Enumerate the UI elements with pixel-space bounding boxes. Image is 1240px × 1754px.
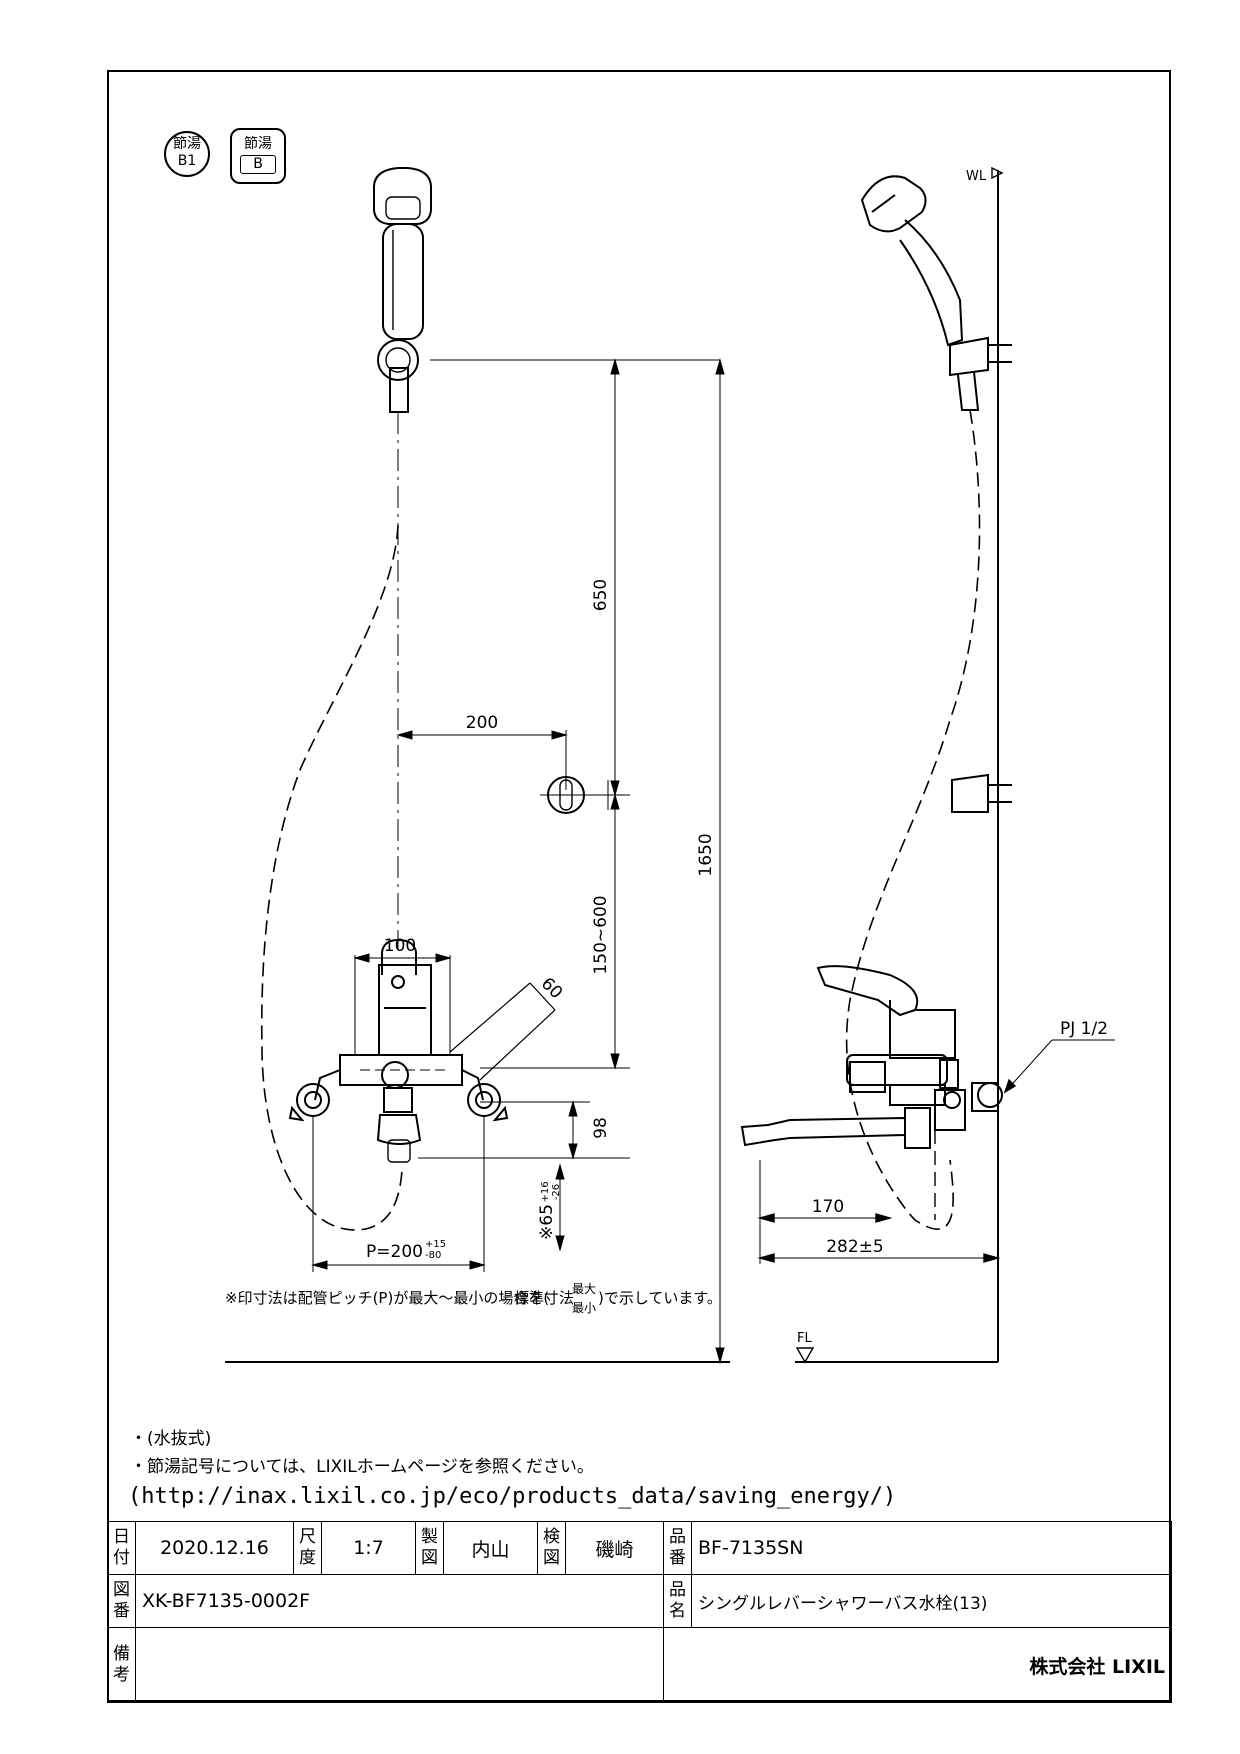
title-block: 日付 2020.12.16 尺度 1:7 製図 内山 検図 磯崎 品番 BF-7… bbox=[107, 1521, 1172, 1703]
scale-value: 1:7 bbox=[321, 1521, 416, 1575]
dim-60: 60 bbox=[537, 974, 566, 1003]
dim-98: 98 bbox=[591, 1117, 611, 1139]
shower-head-front bbox=[373, 167, 432, 340]
dim-1650: 1650 bbox=[696, 833, 716, 876]
label-fl: FL bbox=[797, 1331, 812, 1346]
date-value: 2020.12.16 bbox=[135, 1521, 294, 1575]
front-view bbox=[260, 167, 620, 1231]
shower-bracket-side bbox=[949, 336, 1012, 411]
mixer-body-side bbox=[740, 965, 1003, 1220]
badge-b-line2: B bbox=[240, 155, 276, 174]
shower-head-side bbox=[860, 175, 964, 347]
badge-b1-line1: 節湯 bbox=[173, 136, 201, 152]
note-saving-symbol: ・節湯記号については、LIXILホームページを参照ください。 bbox=[130, 1457, 594, 1477]
drawing-no-label: 図番 bbox=[107, 1574, 136, 1628]
dim-200: 200 bbox=[466, 713, 498, 733]
water-saving-badge-b1: 節湯 B1 bbox=[164, 131, 210, 177]
remarks-label: 備考 bbox=[107, 1627, 136, 1703]
badge-b-line1: 節湯 bbox=[244, 136, 272, 152]
drawn-by: 内山 bbox=[443, 1521, 538, 1575]
drawn-label: 製図 bbox=[415, 1521, 444, 1575]
part-no-value: BF-7135SN bbox=[691, 1521, 1172, 1575]
footnote-suffix: )で示しています。 bbox=[598, 1289, 722, 1307]
side-view bbox=[740, 166, 1115, 1364]
label-pj: PJ 1/2 bbox=[1060, 1019, 1108, 1039]
badge-b1-line2: B1 bbox=[177, 153, 197, 169]
dim-65-tol-plus: +16 bbox=[540, 1181, 551, 1202]
company-name: 株式会社 LIXIL bbox=[663, 1627, 1172, 1703]
hook-side bbox=[951, 773, 1012, 813]
label-wl: WL bbox=[966, 169, 987, 184]
dimension-lines-front bbox=[225, 358, 730, 1364]
date-label: 日付 bbox=[107, 1521, 136, 1575]
scale-label: 尺度 bbox=[293, 1521, 322, 1575]
footnote-prefix: ※印寸法は配管ピッチ(P)が最大～最小の場合を( bbox=[225, 1289, 549, 1307]
dim-p200: P=200 bbox=[366, 1242, 423, 1262]
remarks-value bbox=[135, 1627, 664, 1703]
part-no-label: 品番 bbox=[663, 1521, 692, 1575]
mixer-body-front bbox=[288, 938, 509, 1163]
dim-p200-tol-minus: -80 bbox=[425, 1250, 441, 1261]
dim-100: 100 bbox=[384, 936, 416, 956]
footnote-standard: 標準寸法 bbox=[514, 1289, 574, 1307]
dim-650: 650 bbox=[591, 579, 611, 611]
checked-by: 磯崎 bbox=[565, 1521, 664, 1575]
drawing-no-value: XK-BF7135-0002F bbox=[135, 1574, 664, 1628]
product-name-value: シングルレバーシャワーバス水栓(13) bbox=[691, 1574, 1172, 1628]
footnote-min: 最小 bbox=[572, 1301, 596, 1315]
dim-150-600: 150~600 bbox=[591, 895, 611, 974]
checked-label: 検図 bbox=[537, 1521, 566, 1575]
product-name-label: 品名 bbox=[663, 1574, 692, 1628]
dim-170: 170 bbox=[812, 1197, 844, 1217]
dimension-footnote: ※印寸法は配管ピッチ(P)が最大～最小の場合を( 標準寸法 最大 最小 )で示し… bbox=[225, 1282, 722, 1315]
note-drain-type: ・(水抜式) bbox=[130, 1429, 212, 1449]
reference-url[interactable]: (http://inax.lixil.co.jp/eco/products_da… bbox=[128, 1484, 897, 1509]
dim-p200-tol-plus: +15 bbox=[425, 1239, 446, 1250]
shower-bracket-front bbox=[377, 339, 419, 413]
water-saving-badge-b: 節湯 B bbox=[230, 128, 286, 184]
dim-65-tol-minus: -26 bbox=[551, 1184, 562, 1200]
footnote-max: 最大 bbox=[572, 1282, 596, 1296]
dim-65: ※65 bbox=[537, 1204, 557, 1240]
dim-282: 282±5 bbox=[826, 1237, 884, 1257]
